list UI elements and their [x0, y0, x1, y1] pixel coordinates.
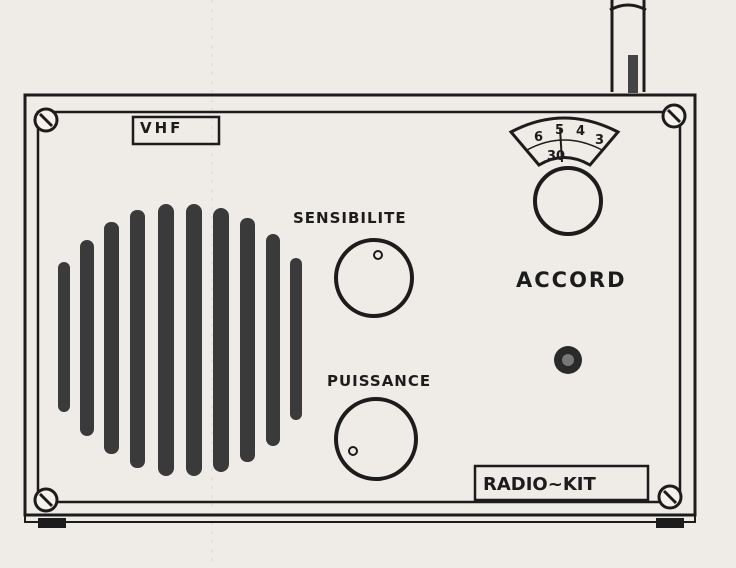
sensitivity-label: SENSIBILITE	[293, 209, 407, 227]
screw-bottom-left	[33, 487, 59, 513]
screw-bottom-right	[657, 484, 683, 510]
screw-top-left	[33, 107, 59, 133]
antenna	[609, 0, 647, 93]
power-knob[interactable]	[334, 397, 418, 481]
jack-socket[interactable]	[554, 346, 582, 374]
brand-label-box	[473, 464, 650, 502]
radio-case	[23, 93, 697, 528]
screw-top-right	[661, 103, 687, 129]
scale-number-1: 6	[534, 130, 543, 145]
tuning-label: ACCORD	[516, 268, 627, 292]
power-label: PUISSANCE	[327, 372, 432, 390]
scale-number-3: 4	[576, 124, 585, 139]
band-label-box	[131, 115, 221, 146]
tuning-scale: 6 5 4 3 30	[508, 116, 621, 167]
scale-number-4: 3	[595, 133, 604, 148]
sensitivity-knob[interactable]	[334, 238, 414, 318]
brand-label: RADIO~KIT	[483, 474, 596, 495]
speaker-grille	[58, 204, 302, 476]
scale-needle	[559, 127, 563, 163]
tuning-knob[interactable]	[533, 166, 603, 236]
band-label: VHF	[140, 119, 184, 137]
